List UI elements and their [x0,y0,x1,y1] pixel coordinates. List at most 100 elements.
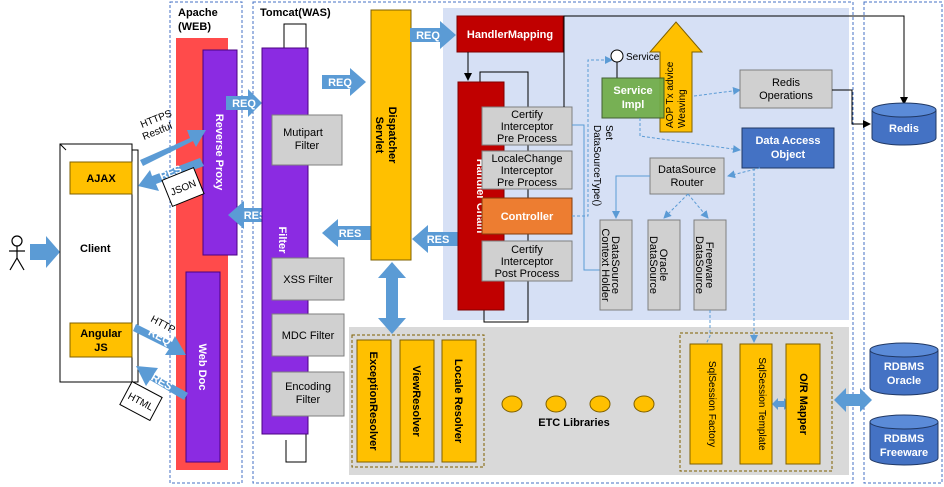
certify-pre-line1: Certify [511,109,543,121]
certify-post-line3: Post Process [495,268,560,280]
dispatcher-etc-double-arrow [378,262,406,334]
filter-to-dispatcher-req-label: REQ [328,77,352,89]
rdbms-oracle-line2: Oracle [887,375,921,387]
reverse-proxy-box [202,49,238,256]
mapper-db-double-arrow [834,388,872,412]
view-resolver-label: ViewResolver [410,365,422,437]
https-res-arrow [138,158,204,191]
apache-zone-title: Apache [178,7,218,19]
filter-to-proxy-res-label: RES [244,210,267,222]
certify-pre-line2: Interceptor [501,121,554,133]
controller-box [481,197,573,235]
dispatcher-to-filter-res-label: RES [339,228,362,240]
locale-pre-line2: Interceptor [501,165,554,177]
dispatcher-to-mapping-req-arrow [410,21,456,49]
mdc-filter-label: MDC Filter [282,330,335,342]
etc-libraries-label: ETC Libraries [538,417,610,429]
ds-router-line1: DataSource [658,164,716,176]
actor-to-client-arrow [30,236,60,268]
service-to-redisops-line [693,86,741,97]
certify-post-line2: Interceptor [501,256,554,268]
encoding-filter-line2: Filter [296,394,321,406]
service-to-dao-line [639,118,741,153]
locale-pre-line1: LocaleChange [492,153,563,165]
dao-box [741,127,835,169]
controller-label: Controller [501,211,554,223]
dispatcher-label-line2: Servlet [373,117,385,154]
tomcat-zone [252,1,854,484]
web-doc-label: Web Doc [196,344,208,391]
set-datasource-line [572,124,615,274]
handler-mapping-box [456,15,564,53]
encoding-filter-box [271,371,345,417]
exception-resolver-box [356,339,392,463]
or-mapper-label: O/R Mapper [797,373,809,435]
etc-library-dot [545,395,567,413]
sqlsession-template-label: SqlSession Template [756,357,767,451]
datasourcetype-label: DataSourceType() [591,125,602,206]
dao-to-router-line [727,167,761,179]
multipart-filter-line2: Filter [295,140,320,152]
oracle-datasource-box [647,219,681,311]
https-req-arrow [140,130,206,166]
http-res-arrow [136,366,188,400]
controller-to-service-line [572,56,613,217]
rdbms-freeware-database-icon [869,414,939,466]
chain-to-dispatcher-res-arrow [412,225,458,253]
oracle-ds-line1: Oracle [657,249,669,281]
redis-ops-line1: Redis [772,77,801,89]
xss-filter-box [271,257,345,301]
dispatcher-to-mapping-req-label: REQ [416,30,440,42]
handler-chain-loop-line [479,71,529,323]
locale-resolver-box [441,339,477,463]
sqlsession-template-box [739,343,773,465]
redis-db-label: Redis [889,123,919,135]
freeware-datasource-box [693,219,727,311]
dispatcher-label-line1: Dispatcher [386,107,398,165]
etc-library-dot [501,395,523,413]
apache-zone [169,1,243,484]
ds-router-line2: Router [670,177,703,189]
ds-holder-line1: DataSource [609,236,621,294]
rdbms-freeware-line2: Freeware [880,447,928,459]
etc-library-dot [633,395,655,413]
json-document-icon: JSON [161,167,205,207]
angularjs-label-line2: JS [94,342,107,354]
router-to-oracle-line [663,193,689,219]
certify-post-line1: Certify [511,244,543,256]
http-req-arrow [133,324,186,355]
handler-mapping-label: HandlerMapping [467,29,553,41]
redis-database-icon [871,102,937,146]
router-to-holder-line [612,175,650,219]
filter-chain-box [261,47,309,435]
reverse-proxy-label: Reverse Proxy [213,114,225,191]
or-mapper-box [785,343,821,465]
angularjs-label-line1: Angular [80,328,122,340]
ds-context-holder-box [599,219,633,311]
client-label: Client [80,243,111,255]
locale-pre-line3: Pre Process [497,177,557,189]
proxy-to-filter-req-label: REQ [232,98,256,110]
tomcat-zone-title: Tomcat(WAS) [260,7,331,19]
service-interface-icon [610,49,624,63]
redis-operations-box [739,69,833,109]
ajax-label: AJAX [86,173,116,185]
set-label: Set [603,125,614,140]
locale-resolver-label: Locale Resolver [452,359,464,444]
storage-zone [863,1,943,484]
web-doc-box [185,271,221,463]
dao-line1: Data Access [755,135,820,147]
filter-chain-label: Filter [276,227,288,255]
filter-to-dispatcher-req-arrow [322,68,366,96]
service-impl-box [601,77,665,119]
encoding-filter-line1: Encoding [285,381,331,393]
freeware-ds-line2: DataSource [693,236,705,294]
multipart-filter-line1: Mutipart [283,127,323,139]
sqlsession-factory-label: SqlSession Factory [706,361,717,447]
certify-post-box [481,240,573,282]
rdbms-freeware-line1: RDBMS [884,433,924,445]
user-actor-icon [9,235,25,271]
chain-to-dispatcher-res-label: RES [427,234,450,246]
locale-pre-box [481,150,573,190]
